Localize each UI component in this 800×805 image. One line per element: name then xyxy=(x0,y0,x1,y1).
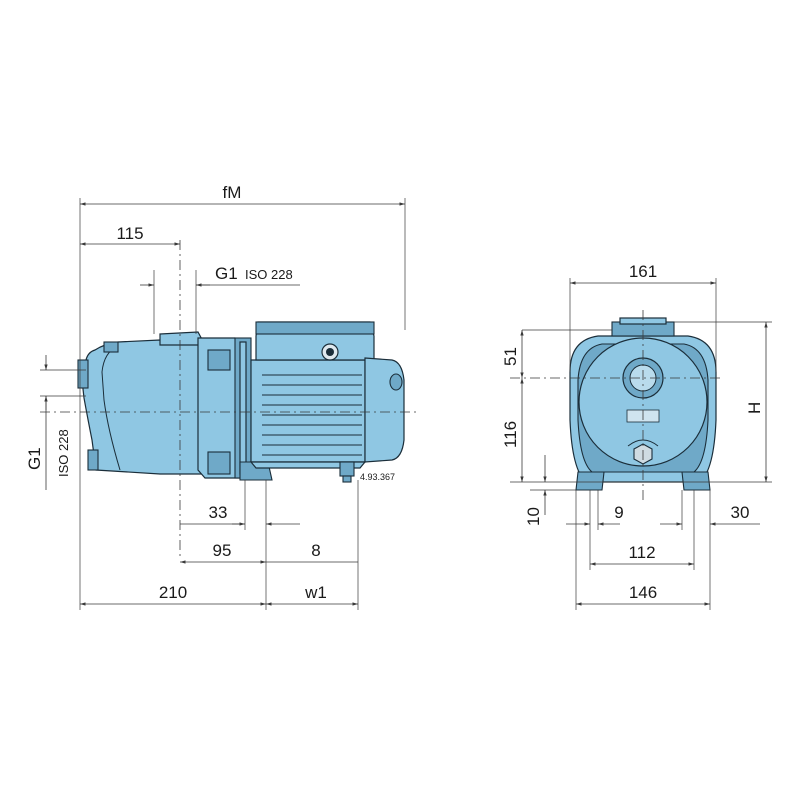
base-plate xyxy=(249,461,367,469)
cable-gland-inner xyxy=(326,348,334,356)
front-foot-right xyxy=(681,471,711,491)
pump-casing xyxy=(81,339,206,475)
dim-210: 210 xyxy=(159,583,187,602)
fan-cover xyxy=(364,357,405,463)
dim-8: 8 xyxy=(311,541,320,560)
bracket-lower-boss xyxy=(207,451,231,475)
outlet-g1-label: G1 xyxy=(215,264,238,283)
fan-cover-vent xyxy=(389,373,403,391)
motor-fins xyxy=(262,374,362,456)
dim-33: 33 xyxy=(209,503,228,522)
dim-116: 116 xyxy=(501,421,520,448)
overall-length-label: fM xyxy=(223,183,242,202)
dim-H: H xyxy=(745,402,764,414)
side-view: fM 115 G1 ISO 228 G1 ISO 228 33 95 8 210… xyxy=(25,183,416,610)
inlet-iso-label: ISO 228 xyxy=(56,429,71,477)
drain-plug xyxy=(339,461,355,477)
inlet-g1-label: G1 xyxy=(25,447,44,470)
reference-code: 4.93.367 xyxy=(360,472,395,482)
dim-115: 115 xyxy=(116,224,143,243)
terminal-box-lid xyxy=(255,321,375,335)
dim-10: 10 xyxy=(524,507,543,526)
casing-top-boss xyxy=(103,341,119,353)
casing-bottom-boss xyxy=(87,449,99,471)
front-view: 161 51 116 H 10 9 30 112 146 xyxy=(501,262,772,610)
dim-146: 146 xyxy=(629,583,657,602)
dim-51: 51 xyxy=(501,347,520,366)
dim-9: 9 xyxy=(614,503,623,522)
drain-plug-cap xyxy=(342,475,352,483)
dim-w1: w1 xyxy=(304,583,327,602)
dim-112: 112 xyxy=(628,543,655,562)
dim-95: 95 xyxy=(213,541,232,560)
dim-30: 30 xyxy=(731,503,750,522)
outlet-iso-label: ISO 228 xyxy=(245,267,293,282)
dim-161: 161 xyxy=(629,262,657,281)
motor-flange-inner xyxy=(239,341,247,475)
front-foot-left xyxy=(575,471,605,491)
inlet-port xyxy=(77,359,89,389)
bracket-upper-boss xyxy=(207,349,231,371)
